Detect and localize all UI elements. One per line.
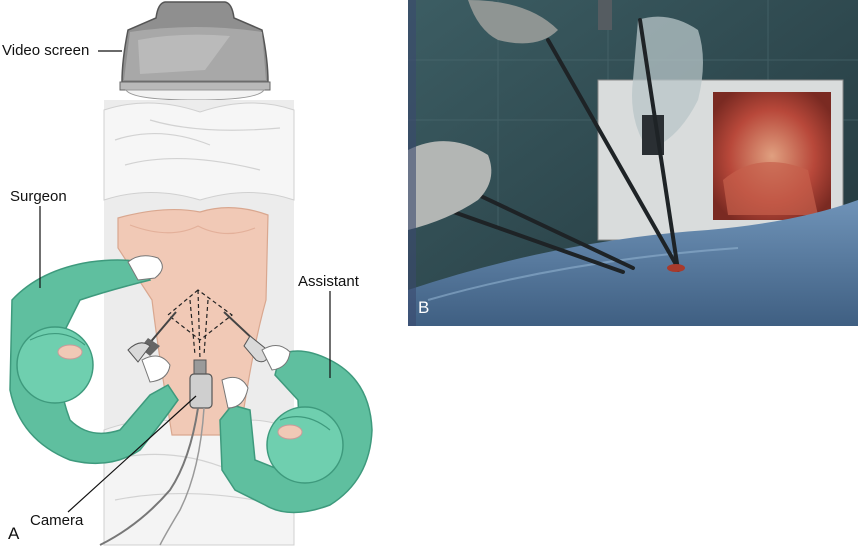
label-video-screen: Video screen: [2, 42, 90, 59]
assistant-figure: [219, 345, 373, 514]
panel-letter-b: B: [418, 298, 430, 317]
wrapped-camera-scope: [598, 0, 703, 155]
surgery-diagram: [9, 1, 373, 546]
label-surgeon: Surgeon: [10, 188, 67, 205]
background-monitor: [597, 79, 844, 241]
surgeon-arm-left: [408, 141, 492, 230]
label-assistant: Assistant: [298, 273, 359, 290]
laparoscopic-instruments: [127, 311, 271, 363]
photo-instruments: [446, 18, 680, 274]
video-screen-monitor: [119, 1, 271, 101]
operating-room-photo: [408, 0, 858, 326]
surgeon-arm-top: [468, 0, 558, 44]
surgical-drape: [408, 200, 858, 326]
port-triangulation-lines: [167, 289, 233, 361]
label-leader-lines: [39, 50, 331, 513]
panel-a-illustration: Video screen Surgeon Assistant Camera A: [0, 0, 400, 549]
panel-letter-a: A: [8, 524, 20, 543]
camera-device: [99, 359, 213, 546]
surgeon-figure: [9, 255, 179, 465]
label-camera: Camera: [30, 512, 84, 529]
incision-site: [667, 264, 685, 272]
panel-b-photo: B: [408, 0, 858, 326]
